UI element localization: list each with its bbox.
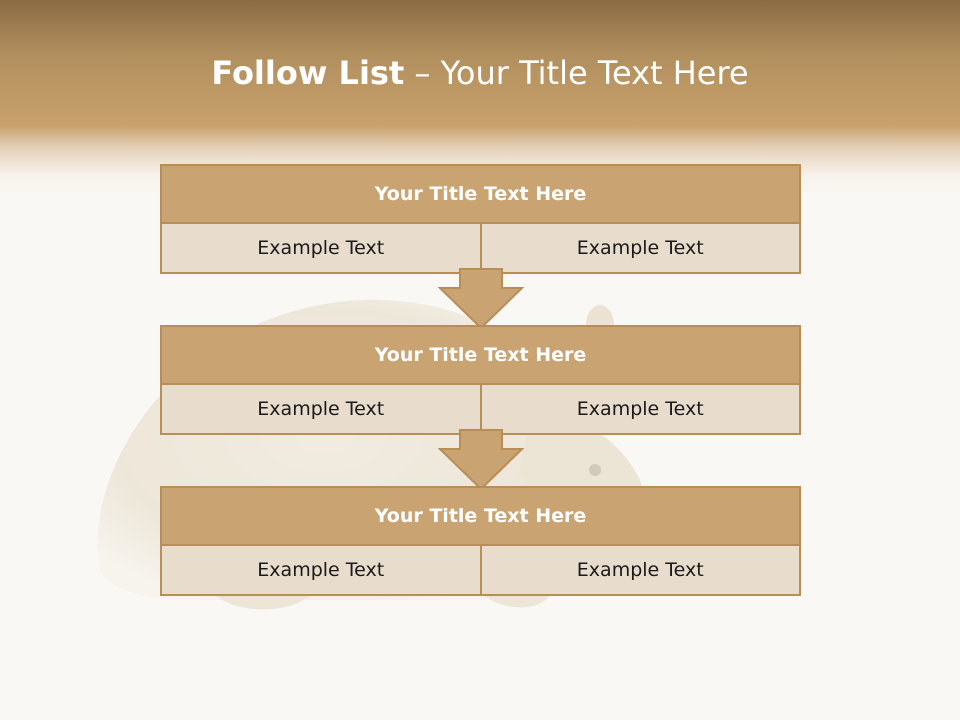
step-cell-right: Example Text xyxy=(479,385,800,433)
step-title: Your Title Text Here xyxy=(162,488,799,546)
step-cell-left: Example Text xyxy=(257,237,385,259)
step-row: Example Text Example Text xyxy=(162,385,799,433)
slide-title-bold: Follow List xyxy=(211,54,405,92)
step-row: Example Text Example Text xyxy=(162,546,799,594)
header-band xyxy=(0,0,960,195)
step-block-2: Your Title Text Here Example Text Exampl… xyxy=(160,325,801,435)
step-cell-right: Example Text xyxy=(479,224,800,272)
step-row: Example Text Example Text xyxy=(162,224,799,272)
slide-title-rest: – Your Title Text Here xyxy=(404,54,749,92)
slide-title: Follow List – Your Title Text Here xyxy=(0,54,960,92)
step-cell-left: Example Text xyxy=(257,398,385,420)
step-title: Your Title Text Here xyxy=(162,166,799,224)
step-block-3: Your Title Text Here Example Text Exampl… xyxy=(160,486,801,596)
down-arrow-icon xyxy=(438,268,524,330)
step-title: Your Title Text Here xyxy=(162,327,799,385)
down-arrow-icon xyxy=(438,429,524,491)
step-cell-left: Example Text xyxy=(257,559,385,581)
step-block-1: Your Title Text Here Example Text Exampl… xyxy=(160,164,801,274)
step-cell-right: Example Text xyxy=(479,546,800,594)
